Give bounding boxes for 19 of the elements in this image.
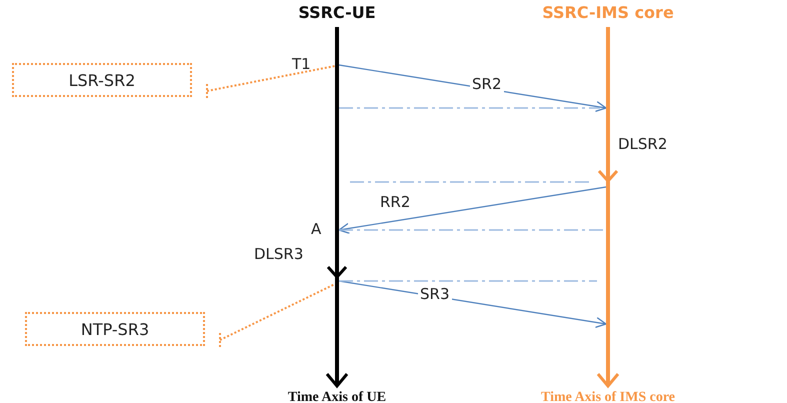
message-arrow (338, 186, 606, 234)
edge-label: SR3 (418, 286, 452, 303)
axis-label: Time Axis of IMS core (540, 390, 676, 403)
reference-line (339, 229, 604, 231)
time-label: DLSR2 (618, 135, 668, 153)
lifeline-title: SSRC-IMS core (541, 3, 675, 22)
note-box: NTP-SR3 (25, 312, 205, 346)
note-box: LSR-SR2 (12, 63, 192, 97)
time-label: T1 (292, 55, 311, 73)
lifeline-title: SSRC-UE (297, 3, 377, 22)
reference-line (350, 181, 590, 183)
time-label: A (311, 220, 322, 238)
reference-line (339, 280, 597, 282)
edge-label: SR2 (470, 76, 504, 93)
time-label: DLSR3 (254, 245, 304, 263)
axis-label: Time Axis of UE (286, 390, 388, 403)
leader-line (206, 65, 336, 99)
leader-line (219, 283, 336, 348)
reference-line (339, 107, 600, 109)
